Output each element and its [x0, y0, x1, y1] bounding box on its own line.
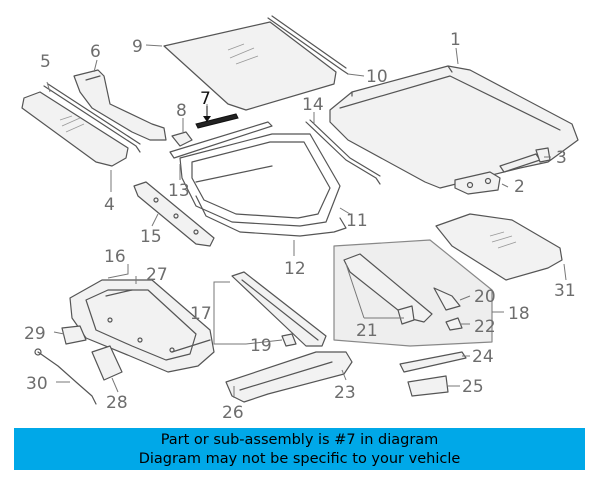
part-glass-4: [21, 91, 129, 167]
part-glass-9: [163, 21, 337, 111]
callout-3: 3: [556, 148, 567, 168]
part-seal-5: [43, 83, 141, 153]
banner-line-2: Diagram may not be specific to your vehi…: [138, 451, 461, 467]
part-cable-30: [34, 348, 97, 405]
callout-24: 24: [472, 347, 494, 367]
callout-6: 6: [90, 42, 101, 62]
callout-12: 12: [284, 259, 306, 279]
part-module-28: [91, 345, 123, 381]
callout-17: 17: [190, 304, 212, 324]
part-strip-27: [105, 289, 211, 353]
callout-20: 20: [474, 287, 496, 307]
part-roof-panel: [329, 65, 579, 189]
callout-22: 22: [474, 317, 496, 337]
part-clip-8: [171, 131, 193, 147]
callout-8: 8: [176, 101, 187, 121]
callout-19: 19: [250, 336, 272, 356]
info-banner: Part or sub-assembly is #7 in diagram Di…: [14, 428, 585, 470]
callout-4: 4: [104, 195, 115, 215]
part-7-highlighted: [195, 113, 239, 129]
callout-16: 16: [104, 247, 126, 267]
callout-7: 7: [200, 89, 211, 109]
parts-diagram: 1 2 3 4 5 6 7 8 9 10 11 12 13 14 15 16 1…: [21, 15, 579, 423]
callout-25: 25: [462, 377, 484, 397]
part-bolt-3: [499, 147, 551, 173]
callout-23: 23: [334, 383, 356, 403]
callout-15: 15: [140, 227, 162, 247]
part-7-arrow: [203, 106, 211, 122]
part-seal-13: [169, 121, 273, 159]
part-deflector-6: [73, 69, 167, 141]
callout-30: 30: [26, 374, 48, 394]
callout-1: 1: [450, 30, 461, 50]
part-frame-assembly: [69, 279, 215, 373]
part-frame-11: [179, 133, 341, 227]
callout-numbers: 1 2 3 4 5 6 7 8 9 10 11 12 13 14 15 16 1…: [24, 30, 576, 423]
callout-2: 2: [514, 177, 525, 197]
callout-5: 5: [40, 52, 51, 72]
part-rail-10: [267, 15, 349, 75]
leader-lines: [46, 44, 567, 398]
callout-29: 29: [24, 324, 46, 344]
callout-10: 10: [366, 67, 388, 87]
part-block-25: [407, 375, 449, 397]
part-glass-31: [435, 213, 563, 281]
callout-13: 13: [168, 181, 190, 201]
callout-18: 18: [508, 304, 530, 324]
part-trim-24: [399, 351, 467, 373]
callout-28: 28: [106, 393, 128, 413]
callout-11: 11: [346, 211, 368, 231]
banner-line-1: Part or sub-assembly is #7 in diagram: [160, 432, 439, 448]
callout-9: 9: [132, 37, 143, 57]
part-side-frame-17: [231, 271, 327, 347]
part-seal-12: [195, 195, 347, 237]
callout-27: 27: [146, 265, 168, 285]
part-bracket-2: [454, 171, 501, 195]
part-clip-19: [281, 333, 297, 347]
callout-14: 14: [302, 95, 324, 115]
callout-26: 26: [222, 403, 244, 423]
part-motor-29: [61, 325, 87, 345]
part-rail-15: [133, 181, 215, 247]
callout-31: 31: [554, 281, 576, 301]
callout-21: 21: [356, 321, 378, 341]
part-group-18-box: [333, 239, 493, 347]
part-strip-14: [305, 119, 381, 185]
